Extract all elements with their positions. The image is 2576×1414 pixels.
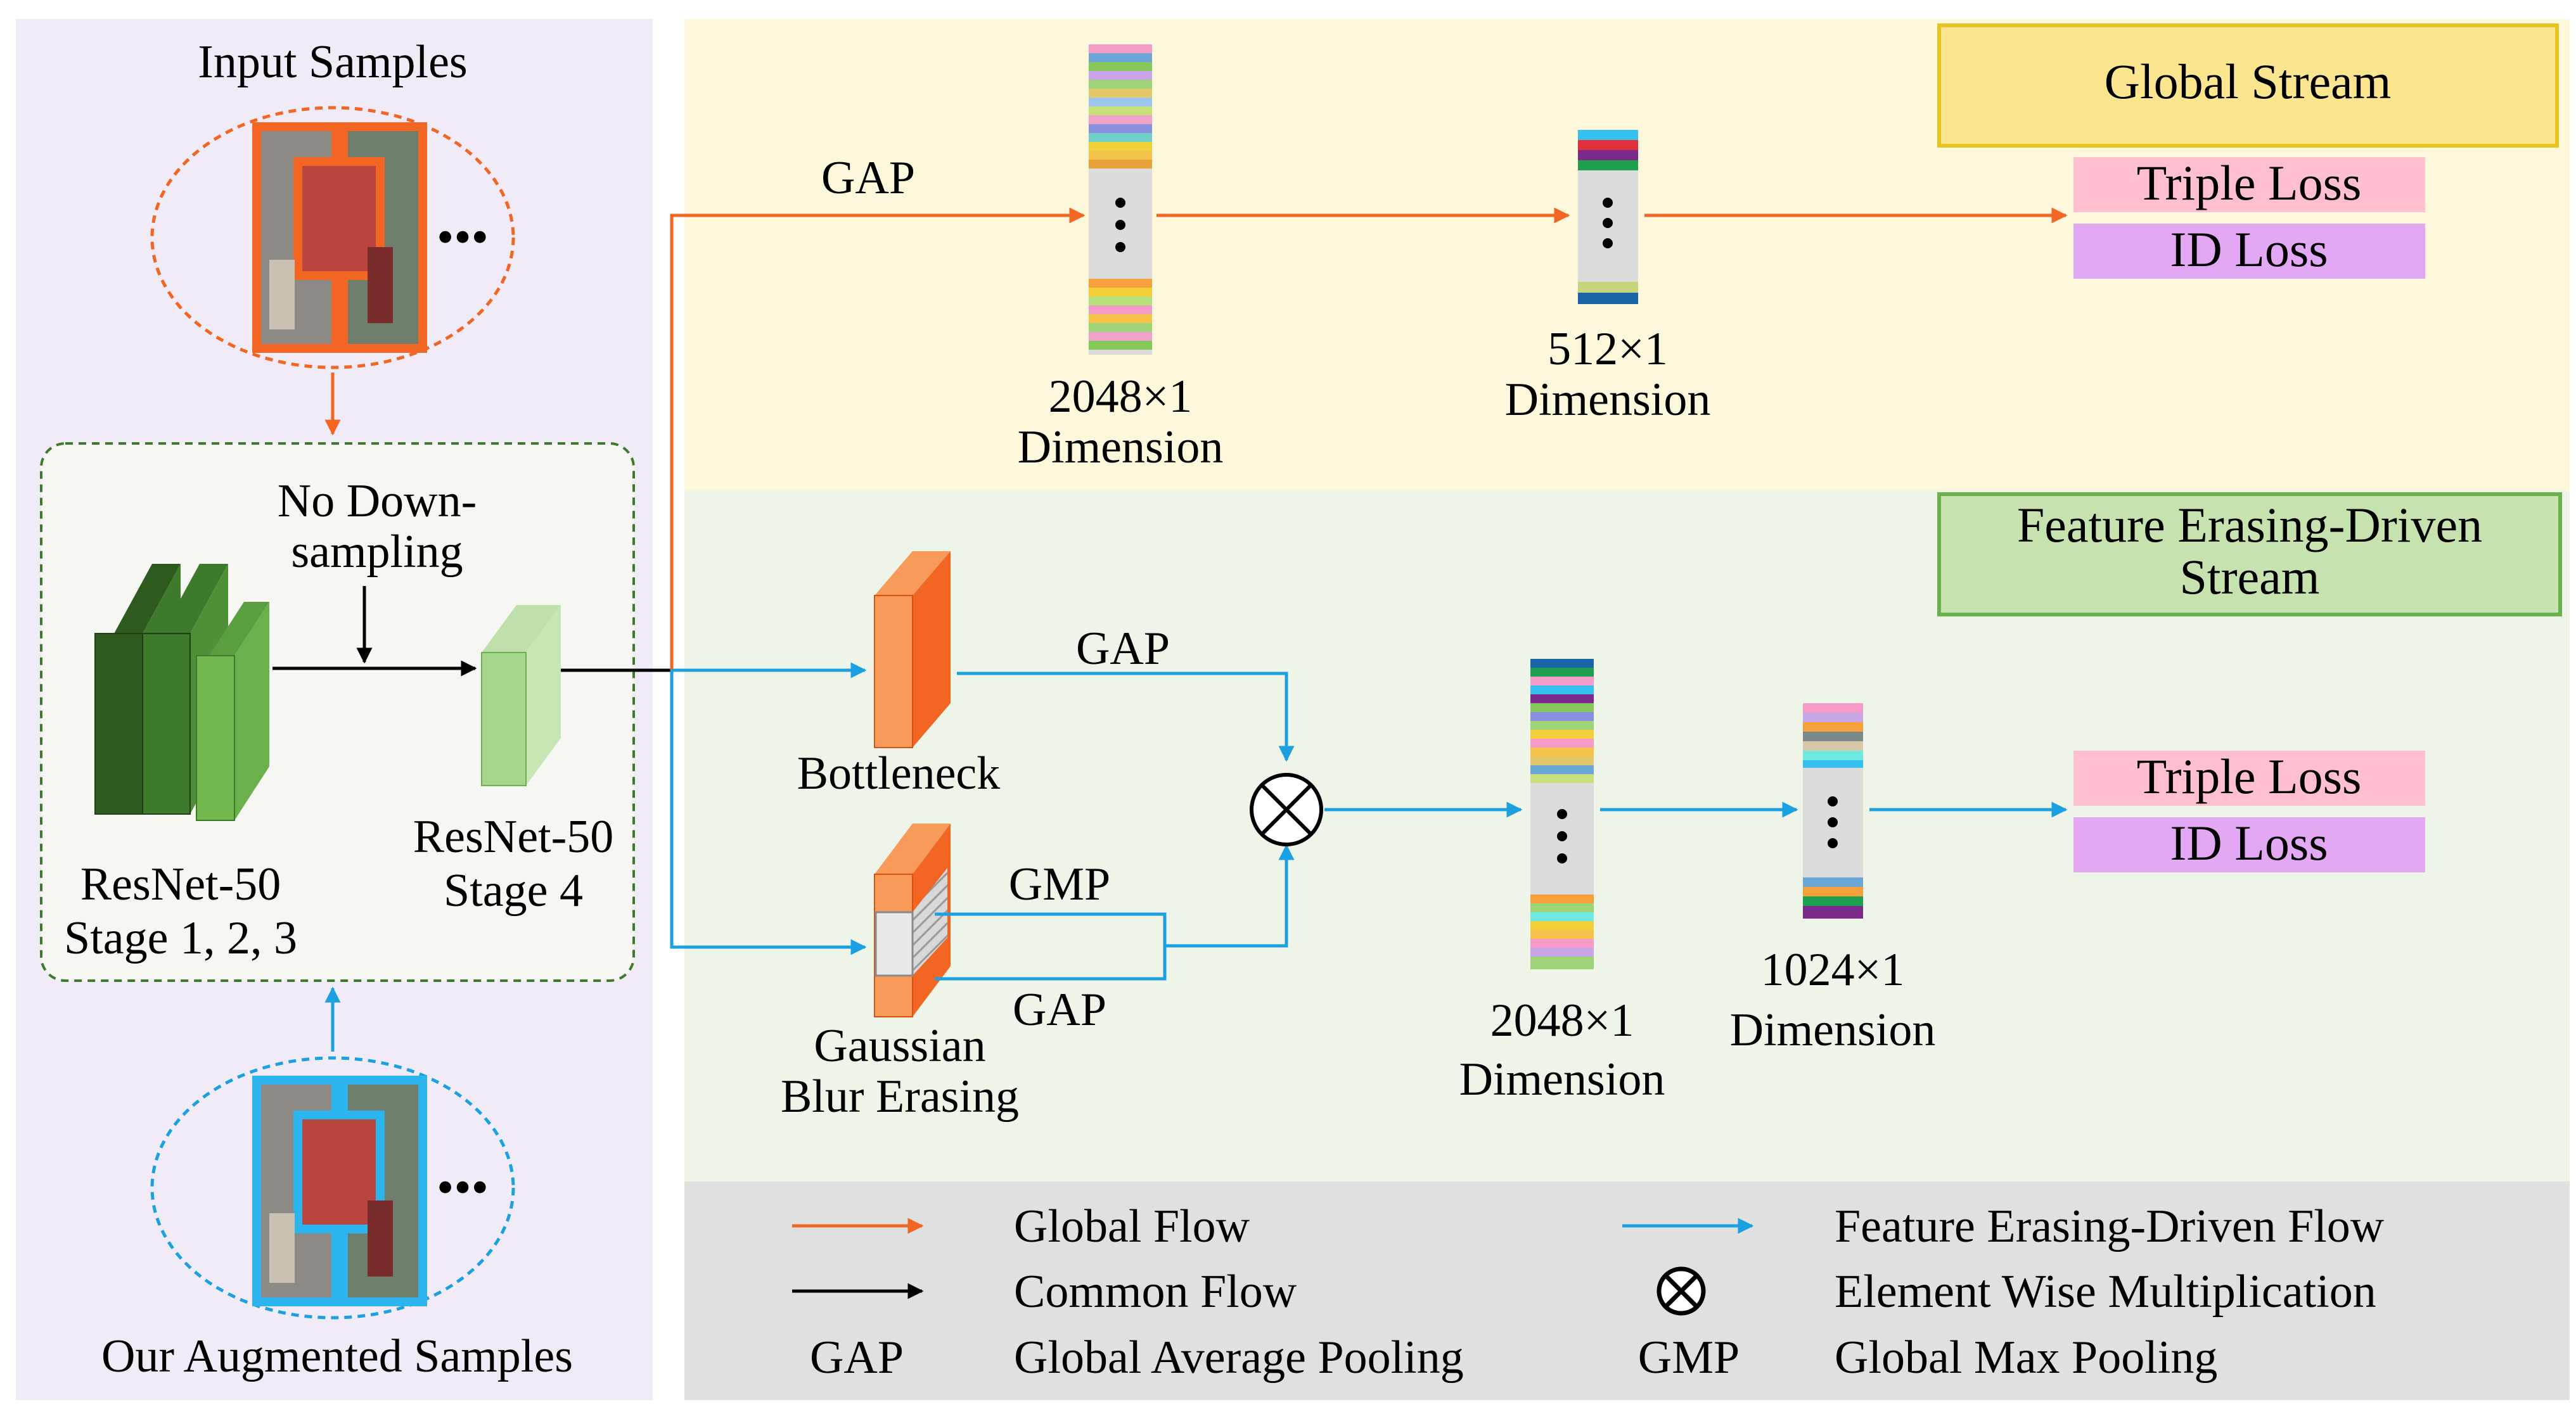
- legend-erasing-flow-label: Feature Erasing-Driven Flow: [1835, 1201, 2385, 1252]
- erasing-stream-title: Stream: [2180, 549, 2320, 604]
- erasing-id-loss-label: ID Loss: [2170, 815, 2328, 870]
- erased-region: [875, 911, 914, 977]
- erasing-feature-2048-unit: Dimension: [1459, 1054, 1665, 1105]
- global-feature-512-unit: Dimension: [1505, 374, 1711, 426]
- legend-gmp-abbr: GMP: [1638, 1332, 1740, 1384]
- gaussian-blur-erasing-block: [874, 824, 951, 1017]
- global-triple-loss-label: Triple Loss: [2137, 155, 2362, 210]
- erasing-feature-2048-size: 2048×1: [1490, 995, 1634, 1047]
- bottleneck-gap-arrow: [957, 672, 1295, 762]
- erasing-triple-loss-label: Triple Loss: [2137, 749, 2362, 804]
- legend-gmp-full: Global Max Pooling: [1835, 1332, 2217, 1384]
- resnet-stage-123-label: Stage 1, 2, 3: [64, 912, 297, 964]
- erasing-pooled-arrow: [1165, 844, 1295, 948]
- erasing-feature-vector-2048: [1530, 659, 1594, 969]
- input-samples-group: •••: [150, 106, 515, 369]
- legend-multiplication-icon: [1656, 1266, 1706, 1316]
- legend: Global Flow Feature Erasing-Driven Flow …: [792, 1201, 2385, 1384]
- augmented-samples-ellipsis: •••: [437, 1159, 489, 1214]
- multiplication-icon: [1250, 773, 1323, 846]
- resnet-stage-4-label: Stage 4: [444, 865, 583, 917]
- global-stream-title: Global Stream: [2105, 54, 2392, 109]
- legend-gap-abbr: GAP: [810, 1332, 904, 1384]
- erasing-gmp-line: [935, 912, 1167, 946]
- erasing-gap-label: GAP: [1013, 984, 1106, 1036]
- legend-global-flow-label: Global Flow: [1014, 1201, 1250, 1252]
- no-downsampling-label: No Down-: [278, 475, 477, 527]
- legend-common-flow-label: Common Flow: [1014, 1266, 1297, 1318]
- global-feature-vector-2048: [1089, 44, 1152, 355]
- global-feature-512-size: 512×1: [1548, 323, 1668, 375]
- augmented-samples-label: Our Augmented Samples: [101, 1330, 573, 1382]
- erasing-stream-title: Feature Erasing-Driven: [2017, 497, 2482, 552]
- legend-background: [684, 1182, 2570, 1400]
- global-triple-loss-box: [2073, 157, 2425, 212]
- global-stream-title-box: [1937, 23, 2559, 148]
- erasing-gap-line: [935, 946, 1167, 981]
- input-samples-ellipsis: •••: [437, 209, 489, 264]
- resnet-stage-4-label: ResNet-50: [413, 811, 614, 863]
- no-downsampling-label: sampling: [291, 526, 463, 578]
- input-sample-image: [293, 157, 385, 280]
- legend-gap-full: Global Average Pooling: [1014, 1332, 1464, 1384]
- erasing-flow-arrow: [670, 670, 867, 955]
- gaussian-blur-erasing-label: Blur Erasing: [781, 1071, 1019, 1123]
- legend-multiplication-label: Element Wise Multiplication: [1835, 1266, 2376, 1318]
- global-feature-2048-size: 2048×1: [1049, 371, 1193, 423]
- global-feature-2048-unit: Dimension: [1018, 421, 1224, 473]
- resnet-stage-4-block: [481, 605, 561, 786]
- erasing-triple-loss-box: [2073, 751, 2425, 806]
- global-feature-vector-512: [1578, 130, 1638, 304]
- bottleneck-label: Bottleneck: [797, 748, 1001, 799]
- global-flow-arrow: [670, 207, 1086, 670]
- input-samples-label: Input Samples: [198, 36, 467, 88]
- global-id-loss-label: ID Loss: [2170, 222, 2328, 277]
- bottleneck-block: [874, 551, 951, 748]
- resnet-stage-123-block: [94, 564, 269, 821]
- bottleneck-gap-label: GAP: [1076, 623, 1170, 675]
- global-id-loss-box: [2073, 224, 2425, 279]
- erasing-feature-1024-size: 1024×1: [1761, 944, 1905, 996]
- global-gap-label: GAP: [821, 152, 915, 204]
- augmented-sample-image: [293, 1111, 385, 1233]
- erasing-feature-1024-unit: Dimension: [1730, 1004, 1936, 1056]
- erasing-feature-vector-1024: [1803, 703, 1863, 919]
- erasing-stream-title-box: [1937, 492, 2562, 616]
- gaussian-blur-erasing-label: Gaussian: [814, 1020, 985, 1072]
- erasing-gmp-label: GMP: [1009, 858, 1110, 910]
- augmented-samples-group: •••: [150, 1056, 515, 1320]
- erasing-id-loss-box: [2073, 817, 2425, 872]
- resnet-stage-123-label: ResNet-50: [80, 858, 281, 910]
- backbone-box: [40, 442, 635, 982]
